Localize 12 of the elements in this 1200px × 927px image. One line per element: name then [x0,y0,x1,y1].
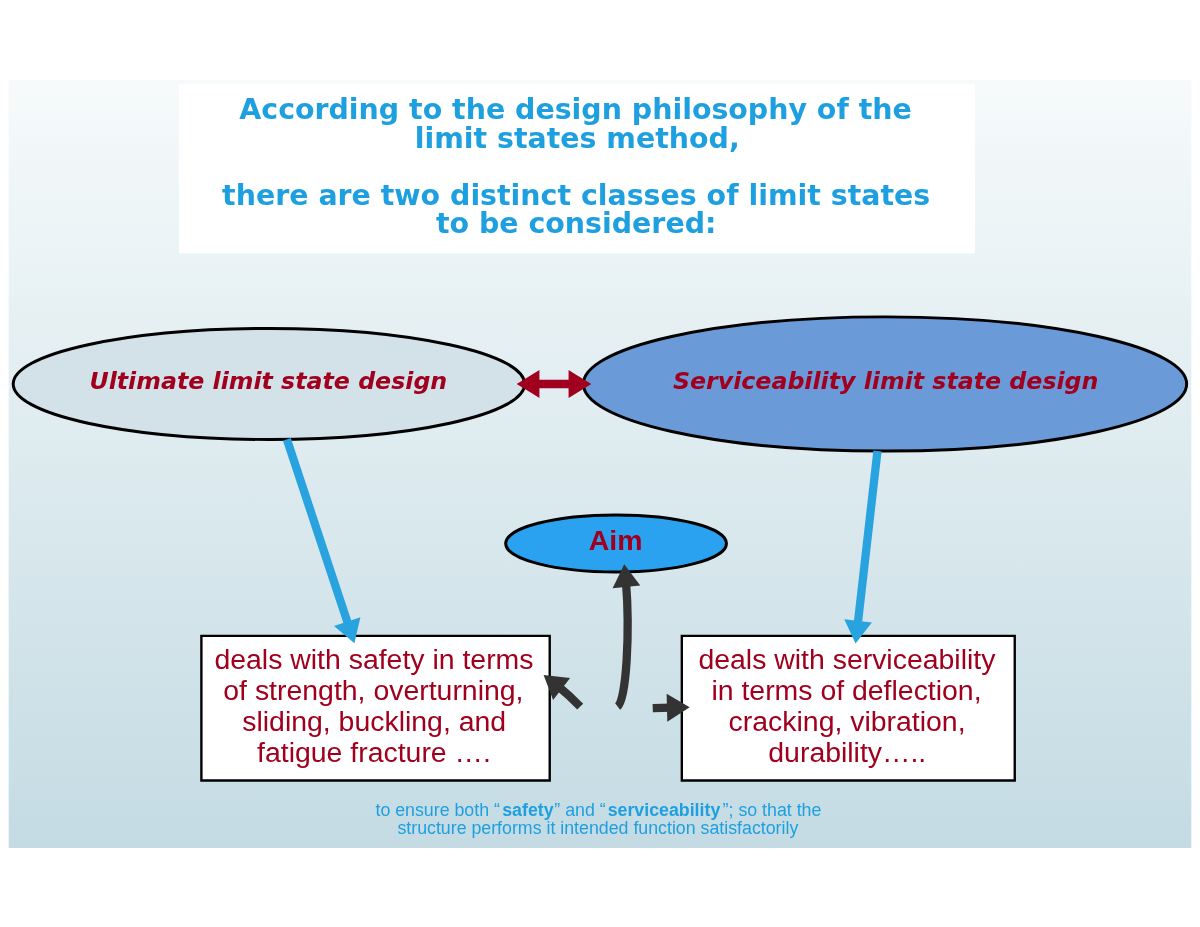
node-ellipse: Serviceability limit state design [581,314,1189,453]
arrow [652,693,690,722]
arrow [612,563,641,709]
arrow [516,369,592,398]
node-ellipse: Ultimate limit state design [11,326,527,441]
node-ellipse: Aim [504,512,728,573]
arrow [543,674,584,710]
arrow [844,450,882,643]
node-box: deals with safety in terms of strength, overturning, sliding, buckling, and fatigue fracture …. [200,634,551,782]
node-box: deals with serviceability in terms of deflection, cracking, vibration, durability….. [680,634,1016,782]
caption: to ensure both “safety” and “serviceability”; so that the structure performs it intended function satisfactorily [375,799,822,838]
arrow [282,437,361,643]
